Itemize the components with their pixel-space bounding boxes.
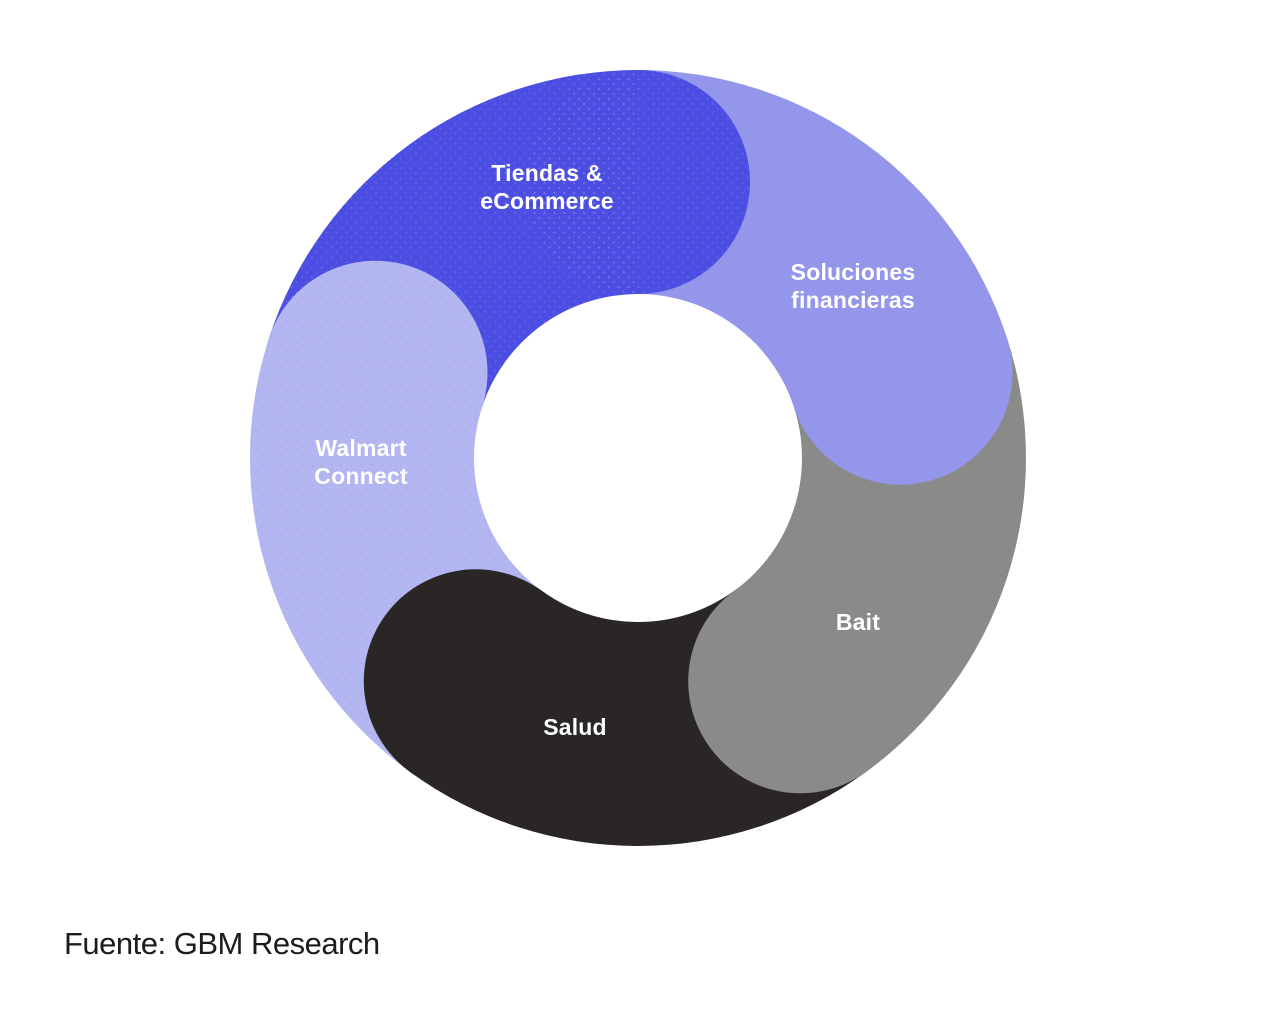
source-note: Fuente: GBM Research: [64, 926, 380, 961]
segment-walmart-connect-head-overlay: [263, 260, 488, 485]
